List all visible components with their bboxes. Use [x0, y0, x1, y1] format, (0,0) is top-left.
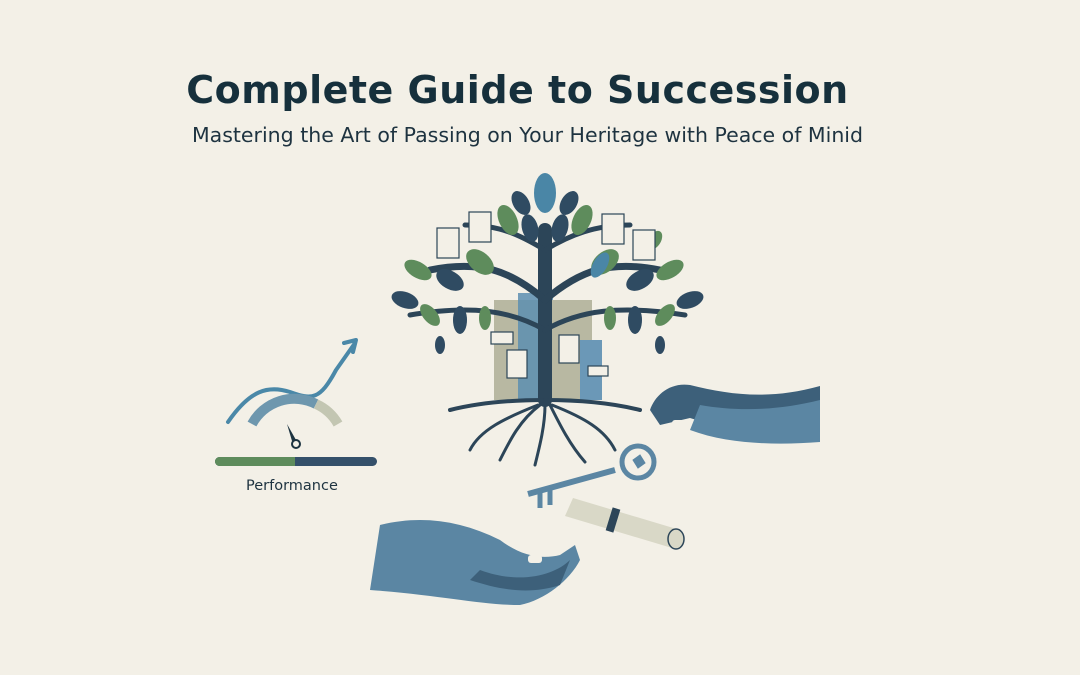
- gauge-icon: [247, 393, 319, 427]
- family-tree: [407, 222, 688, 467]
- gauge-needle: [287, 424, 296, 441]
- page-subtitle: Mastering the Art of Passing on Your Her…: [191, 123, 864, 147]
- key-icon: [527, 443, 657, 508]
- receiving-hand: [370, 520, 580, 605]
- giving-hand: [650, 384, 820, 444]
- performance-widget: [215, 338, 377, 466]
- performance-label: Performance: [246, 478, 338, 494]
- documents: [436, 211, 656, 379]
- trend-arrow-icon: [226, 341, 357, 424]
- scroll-icon: [565, 498, 685, 550]
- page-title: Complete Guide to Succession: [186, 68, 849, 112]
- leaves: [391, 173, 704, 354]
